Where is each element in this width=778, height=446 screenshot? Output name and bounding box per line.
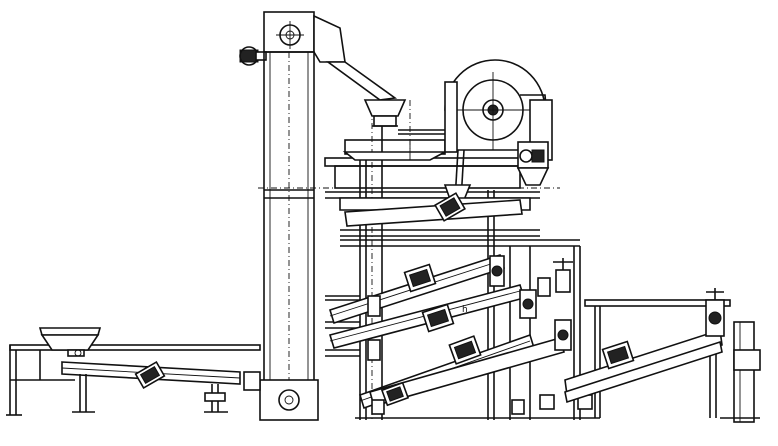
aspiration-fan <box>443 59 553 206</box>
vibrating-feeder <box>61 360 241 413</box>
discharge-valves <box>489 255 573 351</box>
bucket-elevator <box>239 11 398 421</box>
screen-vibrator-top <box>434 192 466 222</box>
feeder-motor <box>134 360 166 390</box>
screen-vibrator-1 <box>403 263 437 293</box>
elevator-drive-motor <box>239 46 267 66</box>
screen-vibrator-4 <box>380 381 410 407</box>
main-structure <box>258 100 600 420</box>
screen-vibrator-2 <box>421 303 455 333</box>
screen-deck-2: h <box>328 284 526 349</box>
screen-deck-top <box>339 192 531 227</box>
annotation-h: h <box>462 305 468 315</box>
screen-deck-4 <box>369 337 565 407</box>
cleaner-hopper <box>342 99 455 161</box>
feed-hopper-frame <box>6 327 261 416</box>
final-screen <box>564 288 761 423</box>
screen-vibrator-3 <box>448 335 482 365</box>
final-screen-vibrator <box>601 340 635 370</box>
